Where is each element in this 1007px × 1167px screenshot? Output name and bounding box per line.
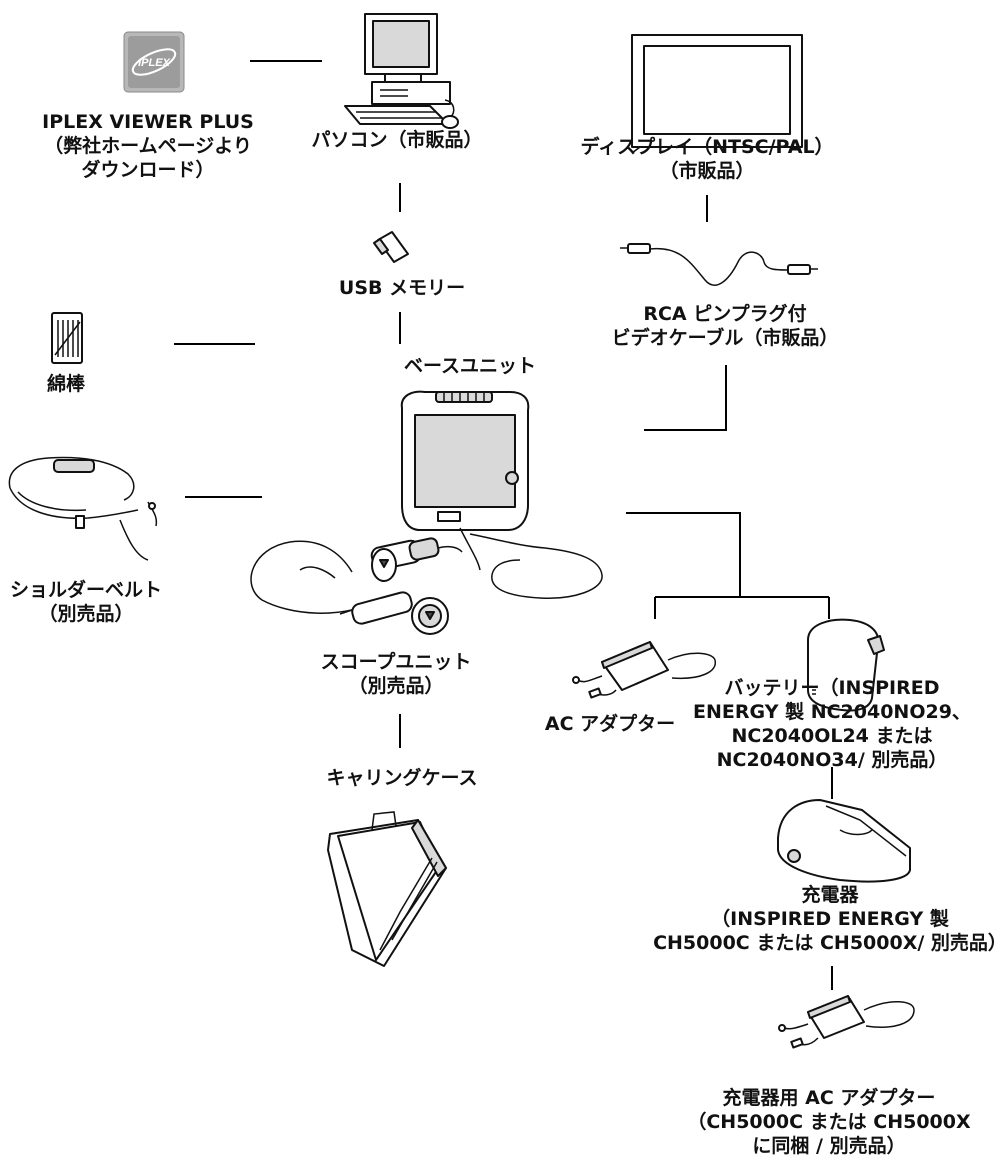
label-line: 綿棒 xyxy=(46,373,86,395)
label-swab: 綿棒 xyxy=(47,372,85,396)
usb-memory-icon xyxy=(373,231,409,263)
label-line: AC アダプター xyxy=(544,713,676,735)
label-charger: 充電器 （INSPIRED ENERGY 製 CH5000C または CH500… xyxy=(653,883,1007,955)
label-line: （CH5000C または CH5000X xyxy=(687,1111,971,1133)
label-line: （市販品） xyxy=(659,160,755,182)
label-line: NC2040NO34/ 別売品） xyxy=(716,749,948,771)
label-line: ビデオケーブル（市販品） xyxy=(611,327,839,349)
label-line: （別売品） xyxy=(38,603,134,625)
label-line: 充電器用 AC アダプター xyxy=(722,1087,936,1109)
label-display: ディスプレイ（NTSC/PAL） （市販品） xyxy=(580,135,833,183)
display-icon xyxy=(631,34,803,154)
label-charger-ac-adapter: 充電器用 AC アダプター （CH5000C または CH5000X に同梱 /… xyxy=(687,1086,970,1158)
connector-lines xyxy=(174,60,833,990)
label-line: ディスプレイ（NTSC/PAL） xyxy=(580,136,834,158)
line-rca-base xyxy=(644,365,727,431)
label-line: USB メモリー xyxy=(338,277,466,299)
swab-icon xyxy=(51,312,83,364)
base-unit-icon xyxy=(400,390,603,599)
label-line: （INSPIRED ENERGY 製 xyxy=(711,908,949,930)
shoulder-belt-icon xyxy=(8,456,158,561)
label-battery: バッテリー（INSPIRED ENERGY 製 NC2040NO29、 NC20… xyxy=(693,676,971,772)
label-line: （別売品） xyxy=(348,675,444,697)
label-line: ベースユニット xyxy=(403,355,537,377)
label-carrying-case: キャリングケース xyxy=(326,766,477,790)
label-iplex-viewer: IPLEX VIEWER PLUS （弊社ホームページより ダウンロード） xyxy=(42,110,254,182)
label-line: ENERGY 製 NC2040NO29、 xyxy=(693,701,971,723)
label-base-unit: ベースユニット xyxy=(404,354,536,378)
charger-icon xyxy=(777,799,911,883)
label-line: スコープユニット xyxy=(320,651,472,673)
label-pc: パソコン（市販品） xyxy=(311,128,482,152)
label-line: NC2040OL24 または xyxy=(731,725,933,747)
scope-unit-icon xyxy=(250,537,463,635)
label-line: 充電器 xyxy=(801,884,859,906)
label-line: （弊社ホームページより xyxy=(44,135,252,157)
rca-cable-icon xyxy=(620,243,818,286)
label-line: CH5000C または CH5000X/ 別売品） xyxy=(653,932,1007,954)
label-line: に同梱 / 別売品） xyxy=(752,1135,906,1157)
pc-icon xyxy=(344,13,459,129)
battery-icon xyxy=(807,618,885,712)
iplex-viewer-icon: IPLEX xyxy=(123,31,185,93)
label-rca-cable: RCA ピンプラグ付 ビデオケーブル（市販品） xyxy=(612,302,839,350)
ac-adapter-icon xyxy=(572,641,716,699)
label-line: バッテリー（INSPIRED xyxy=(724,677,940,699)
line-base-power xyxy=(626,512,741,597)
label-usb: USB メモリー xyxy=(339,276,465,300)
connection-diagram: IPLEX xyxy=(8,13,915,1049)
iplex-icon-text: IPLEX xyxy=(138,57,170,69)
carrying-case-icon xyxy=(327,811,447,967)
charger-ac-adapter-icon xyxy=(778,995,915,1049)
label-line: IPLEX VIEWER PLUS xyxy=(42,111,254,133)
label-line: キャリングケース xyxy=(326,767,478,789)
label-ac-adapter: AC アダプター xyxy=(545,712,675,736)
label-line: パソコン（市販品） xyxy=(311,129,483,151)
label-line: RCA ピンプラグ付 xyxy=(643,303,807,325)
label-shoulder-belt: ショルダーベルト （別売品） xyxy=(10,578,162,626)
label-line: ダウンロード） xyxy=(81,159,215,181)
label-line: ショルダーベルト xyxy=(9,579,163,601)
label-scope-unit: スコープユニット （別売品） xyxy=(321,650,472,698)
